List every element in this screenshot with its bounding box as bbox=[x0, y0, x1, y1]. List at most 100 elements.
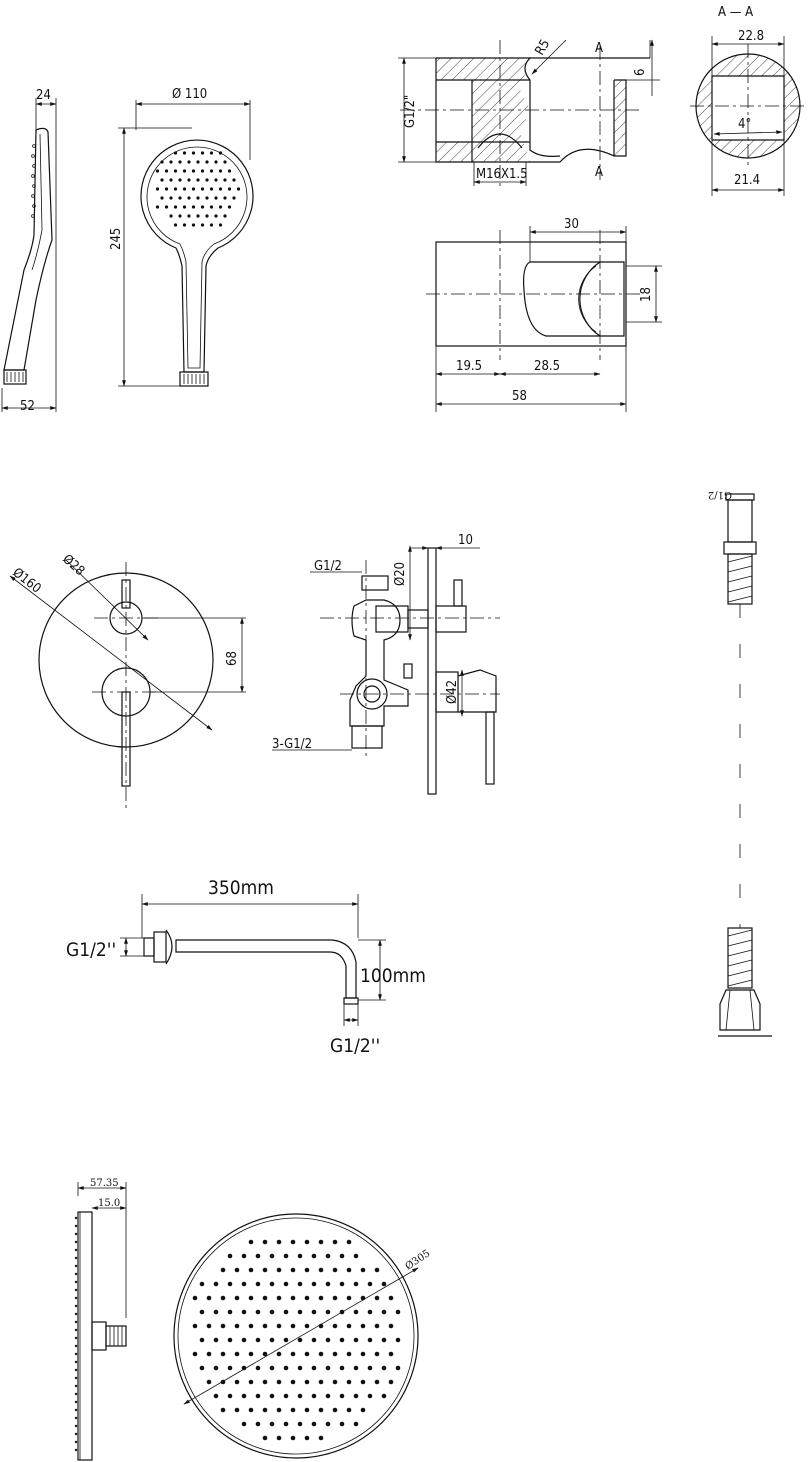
nozzle-dot bbox=[283, 1281, 289, 1287]
hand-shower-side-view: 24 52 bbox=[1, 88, 57, 414]
nozzle-dot bbox=[234, 1295, 240, 1301]
nozzle-dot bbox=[297, 1309, 303, 1315]
nozzle-dot bbox=[367, 1393, 373, 1399]
nozzle-dot bbox=[262, 1239, 268, 1245]
nozzle-dot bbox=[227, 1253, 233, 1259]
section-mark-top: A bbox=[595, 41, 603, 56]
nozzle-dot bbox=[318, 1407, 324, 1413]
nozzle-dot bbox=[255, 1337, 261, 1343]
nozzle-dot bbox=[234, 1323, 240, 1329]
nozzle-dot bbox=[346, 1379, 352, 1385]
nozzle-dot bbox=[360, 1267, 366, 1273]
nozzle-dot bbox=[223, 160, 227, 164]
nozzle-dot bbox=[276, 1351, 282, 1357]
nozzle-dot bbox=[206, 1323, 212, 1329]
nozzle-dot bbox=[74, 1416, 78, 1420]
nozzle-dot bbox=[318, 1351, 324, 1357]
nozzle-dot bbox=[325, 1309, 331, 1315]
nozzle-dot bbox=[283, 1309, 289, 1315]
nozzle-dot bbox=[74, 1256, 78, 1260]
nozzle-dot bbox=[262, 1407, 268, 1413]
nozzle-dot bbox=[214, 196, 218, 200]
nozzle-dot bbox=[218, 169, 223, 173]
nozzle-dot bbox=[332, 1295, 338, 1301]
nozzle-dot bbox=[227, 169, 232, 173]
nozzle-dot bbox=[332, 1239, 338, 1245]
nozzle-dot bbox=[74, 1376, 78, 1380]
nozzle-dot bbox=[325, 1253, 331, 1259]
nozzle-dot bbox=[178, 196, 182, 200]
section-chord: 22.8 bbox=[738, 29, 764, 44]
nozzle-dot bbox=[164, 169, 169, 173]
nozzle-dot bbox=[191, 223, 196, 227]
nozzle-dot bbox=[297, 1421, 303, 1427]
nozzle-dot bbox=[173, 187, 178, 191]
nozzle-dot bbox=[290, 1435, 296, 1441]
nozzle-dot bbox=[318, 1435, 324, 1441]
mixer-top-diameter: Ø20 bbox=[393, 562, 408, 586]
nozzle-dot bbox=[178, 160, 182, 164]
nozzle-dot bbox=[262, 1267, 268, 1273]
nozzle-dot bbox=[318, 1379, 324, 1385]
nozzle-dot bbox=[213, 1309, 219, 1315]
nozzle-dot bbox=[332, 1323, 338, 1329]
nozzle-dot bbox=[236, 187, 241, 191]
mixer-bottom-diameter: Ø42 bbox=[445, 680, 460, 704]
nozzle-dot bbox=[164, 205, 169, 209]
nozzle-dot bbox=[290, 1323, 296, 1329]
nozzle-dot bbox=[339, 1421, 345, 1427]
nozzle-dot bbox=[74, 1224, 78, 1228]
nozzle-dot bbox=[74, 1384, 78, 1388]
nozzle-dot bbox=[304, 1295, 310, 1301]
nozzle-dot bbox=[255, 1393, 261, 1399]
shower-arm-drop: 100mm bbox=[360, 965, 426, 987]
nozzle-dot bbox=[360, 1379, 366, 1385]
nozzle-dot bbox=[276, 1407, 282, 1413]
nozzle-dot bbox=[248, 1351, 254, 1357]
nozzle-dot bbox=[325, 1337, 331, 1343]
nozzle-dot bbox=[381, 1337, 387, 1343]
nozzle-dot bbox=[290, 1239, 296, 1245]
nozzle-dot bbox=[290, 1267, 296, 1273]
nozzle-dot bbox=[304, 1407, 310, 1413]
nozzle-dot bbox=[248, 1323, 254, 1329]
nozzle-dot bbox=[311, 1281, 317, 1287]
nozzle-dot bbox=[255, 1309, 261, 1315]
rain-head-side-nozzles bbox=[74, 1216, 78, 1452]
nozzle-dot bbox=[74, 1232, 78, 1236]
nozzle-dot bbox=[200, 187, 205, 191]
hand-shower-side-nozzles bbox=[31, 144, 36, 218]
nozzle-dot bbox=[360, 1351, 366, 1357]
nozzle-dot bbox=[311, 1421, 317, 1427]
nozzle-dot bbox=[297, 1337, 303, 1343]
nozzle-dot bbox=[255, 1281, 261, 1287]
mixer-outlets-thread: 3-G1/2 bbox=[272, 737, 312, 752]
nozzle-dot bbox=[234, 1267, 240, 1273]
mixer-plate-diameter: Ø160 bbox=[10, 565, 44, 596]
nozzle-dot bbox=[234, 1407, 240, 1413]
nozzle-dot bbox=[209, 187, 214, 191]
nozzle-dot bbox=[74, 1368, 78, 1372]
nozzle-dot bbox=[297, 1365, 303, 1371]
nozzle-dot bbox=[200, 205, 205, 209]
nozzle-dot bbox=[290, 1351, 296, 1357]
section-mark-bottom: A bbox=[595, 165, 603, 180]
nozzle-dot bbox=[206, 1379, 212, 1385]
nozzle-dot bbox=[262, 1295, 268, 1301]
nozzle-dot bbox=[200, 151, 205, 155]
nozzle-dot bbox=[192, 1323, 198, 1329]
holder-radius: R5 bbox=[532, 37, 553, 58]
nozzle-dot bbox=[367, 1309, 373, 1315]
nozzle-dot bbox=[269, 1421, 275, 1427]
nozzle-dot bbox=[374, 1267, 380, 1273]
nozzle-dot bbox=[218, 187, 223, 191]
nozzle-dot bbox=[290, 1379, 296, 1385]
nozzle-dot bbox=[332, 1267, 338, 1273]
nozzle-dot bbox=[155, 169, 160, 173]
nozzle-dot bbox=[227, 1365, 233, 1371]
nozzle-dot bbox=[192, 1295, 198, 1301]
section-a-a: A — A 22.8 4° 21.4 bbox=[690, 5, 806, 196]
nozzle-dot bbox=[74, 1264, 78, 1268]
rain-head-plate: 15.0 bbox=[98, 1198, 120, 1209]
